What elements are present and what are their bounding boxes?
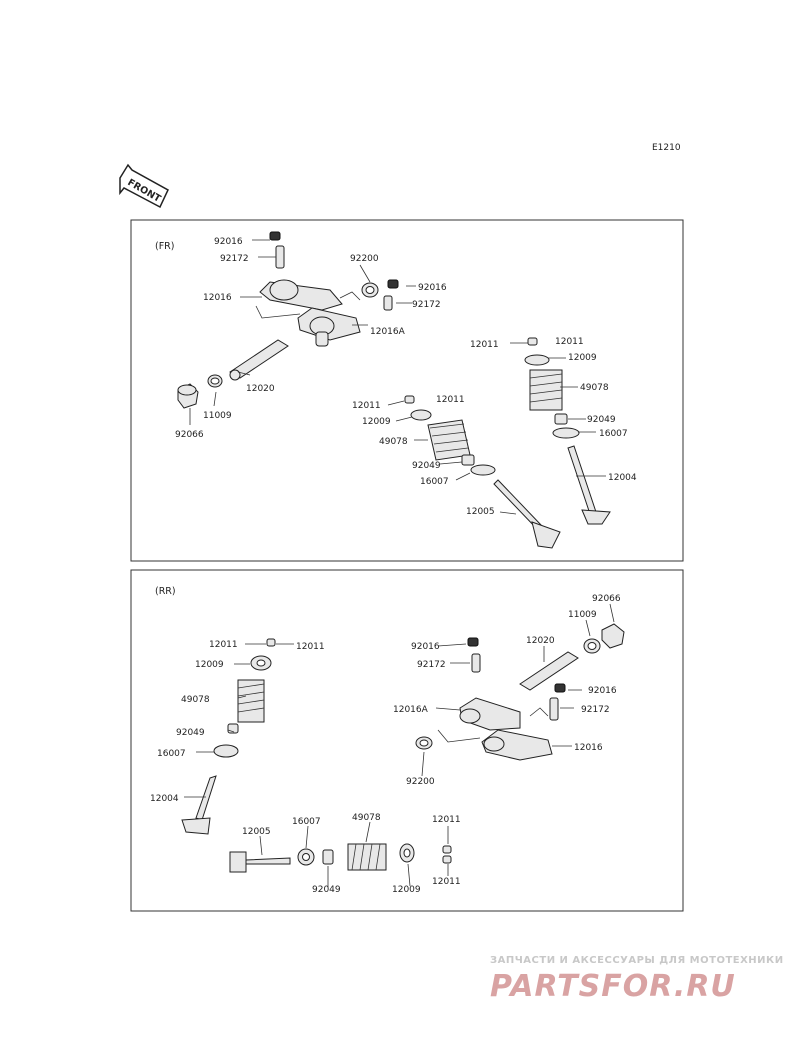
front-label-17: 12011: [352, 401, 381, 411]
rear-label-15: 16007: [157, 749, 186, 759]
front-valve-train-2: [524, 337, 611, 525]
rear-callouts: 92066 11009 12020 92016 92172 92016 1201…: [150, 594, 621, 895]
rear-label-3: 92016: [411, 642, 440, 652]
rear-label-8: 12016: [574, 743, 603, 753]
rear-label-22: 12009: [392, 885, 421, 895]
rear-label-14: 92049: [176, 728, 205, 738]
rear-label-5: 92016: [588, 686, 617, 696]
rear-label-16: 12004: [150, 794, 179, 804]
rear-label-17: 12005: [242, 827, 271, 837]
front-valve-train-1: [404, 395, 561, 549]
watermark: ЗАПЧАСТИ И АКСЕССУАРЫ ДЛЯ МОТОТЕХНИКИ PA…: [490, 955, 784, 1004]
front-label-16: 12004: [608, 473, 637, 483]
front-label-9: 92066: [175, 430, 204, 440]
rear-label-13: 49078: [181, 695, 210, 705]
rear-label-2: 12020: [526, 636, 555, 646]
front-rocker-assembly: [177, 231, 399, 409]
front-label-18: 12011: [436, 395, 465, 405]
rear-label-7: 92172: [581, 705, 610, 715]
front-label-12: 12009: [568, 353, 597, 363]
rear-label-10: 12011: [209, 640, 238, 650]
front-panel: (FR): [130, 219, 684, 562]
front-label-10: 12011: [470, 340, 499, 350]
front-label-22: 16007: [420, 477, 449, 487]
rear-label-11: 12011: [296, 642, 325, 652]
front-label-7: 12020: [246, 384, 275, 394]
front-label-15: 16007: [599, 429, 628, 439]
front-label-2: 92200: [350, 254, 379, 264]
front-label-4: 92172: [412, 300, 441, 310]
rear-panel: (RR): [130, 569, 684, 912]
watermark-tagline: ЗАПЧАСТИ И АКСЕССУАРЫ ДЛЯ МОТОТЕХНИКИ: [490, 955, 784, 966]
front-label-1: 92172: [220, 254, 249, 264]
front-label-6: 12016A: [370, 327, 406, 337]
rear-label-21: 92049: [312, 885, 341, 895]
front-label-13: 49078: [580, 383, 609, 393]
front-label-14: 92049: [587, 415, 616, 425]
rear-label-18: 16007: [292, 817, 321, 827]
front-leader-lines: [189, 239, 606, 515]
front-label-21: 92049: [412, 461, 441, 471]
front-label-23: 12005: [466, 507, 495, 517]
rear-label-20: 12011: [432, 815, 461, 825]
front-panel-tag: (FR): [155, 241, 174, 252]
front-arrow-icon: FRONT: [119, 163, 169, 209]
front-label-20: 49078: [379, 437, 408, 447]
rear-label-6: 12016A: [393, 705, 429, 715]
rear-panel-tag: (RR): [155, 586, 176, 597]
watermark-brand: PARTSFOR.RU: [490, 969, 736, 1004]
front-label-11: 12011: [555, 337, 584, 347]
front-label-8: 11009: [203, 411, 232, 421]
rear-valve-train-2: [229, 843, 452, 873]
front-callouts: 92016 92172 92200 92016 92172 12016 1201…: [175, 237, 637, 517]
front-label-0: 92016: [214, 237, 243, 247]
rear-label-4: 92172: [417, 660, 446, 670]
front-label-19: 12009: [362, 417, 391, 427]
rear-label-1: 11009: [568, 610, 597, 620]
rear-leader-lines: [184, 603, 615, 887]
rear-label-19: 49078: [352, 813, 381, 823]
diagram-code: E1210: [652, 143, 681, 153]
front-label-3: 92016: [418, 283, 447, 293]
rear-valve-train-1: [181, 638, 276, 835]
rear-label-23: 12011: [432, 877, 461, 887]
rear-label-0: 92066: [592, 594, 621, 604]
rear-rocker-assembly: [415, 623, 625, 761]
rear-label-12: 12009: [195, 660, 224, 670]
front-label-5: 12016: [203, 293, 232, 303]
rear-label-9: 92200: [406, 777, 435, 787]
